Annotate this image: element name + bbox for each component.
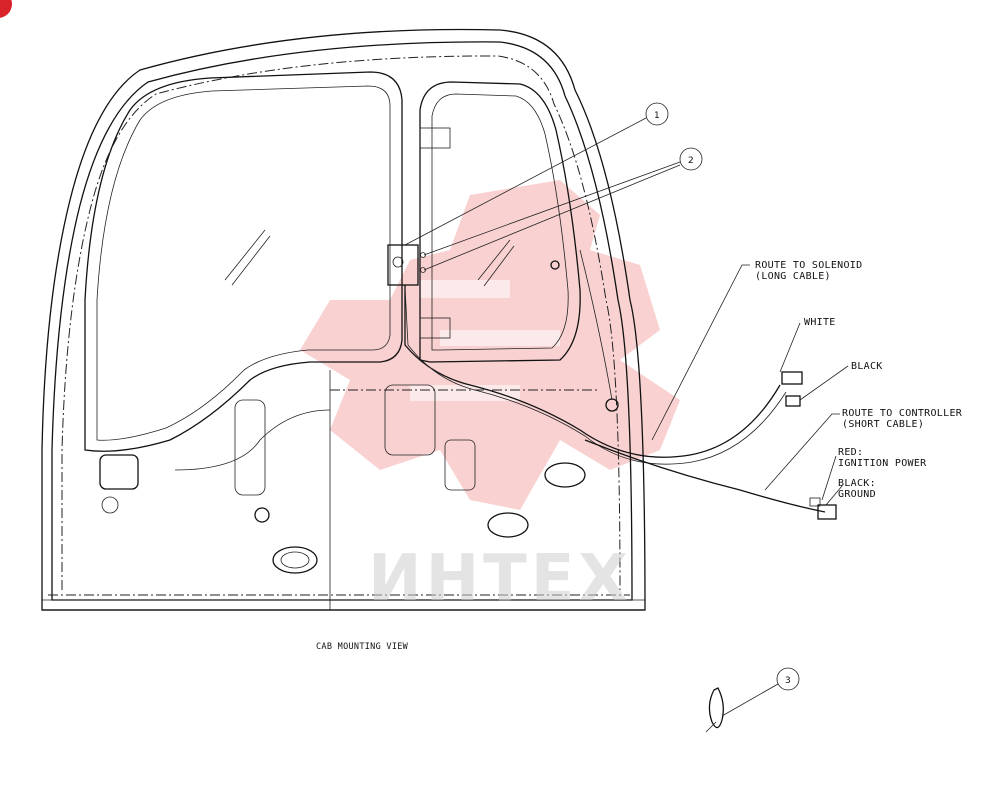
watermark-text: ИНТЕХ — [368, 542, 632, 616]
black-connector — [785, 395, 801, 407]
door-hinges — [387, 127, 451, 339]
svg-text:1: 1 — [654, 111, 660, 121]
right-window — [419, 81, 581, 363]
cab-outline — [41, 28, 646, 611]
label-long-cable: (LONG CABLE) — [755, 271, 831, 282]
svg-text:3: 3 — [785, 676, 791, 686]
corner-badge-icon — [0, 0, 12, 18]
red-connector — [817, 504, 837, 520]
callout-2: 2 — [423, 147, 703, 271]
label-ignition-power: IGNITION POWER — [838, 458, 927, 469]
label-leaders — [651, 264, 849, 506]
callout-3: 3 — [705, 667, 800, 733]
label-short-cable: (SHORT CABLE) — [842, 419, 924, 430]
lower-panel — [99, 249, 619, 610]
label-black-ground: BLACK: — [838, 478, 876, 489]
caption-cab-mounting-view: CAB MOUNTING VIEW — [316, 642, 409, 652]
left-window — [84, 71, 403, 452]
callout-1: 1 — [404, 102, 669, 246]
label-ground: GROUND — [838, 489, 876, 500]
label-white: WHITE — [804, 317, 836, 328]
label-red: RED: — [838, 447, 863, 458]
label-black: BLACK — [851, 361, 883, 372]
label-route-solenoid: ROUTE TO SOLENOID — [755, 260, 862, 271]
wiring-harness — [404, 285, 837, 520]
white-connector — [781, 371, 803, 385]
label-route-controller: ROUTE TO CONTROLLER — [842, 408, 963, 419]
svg-text:2: 2 — [688, 156, 694, 166]
